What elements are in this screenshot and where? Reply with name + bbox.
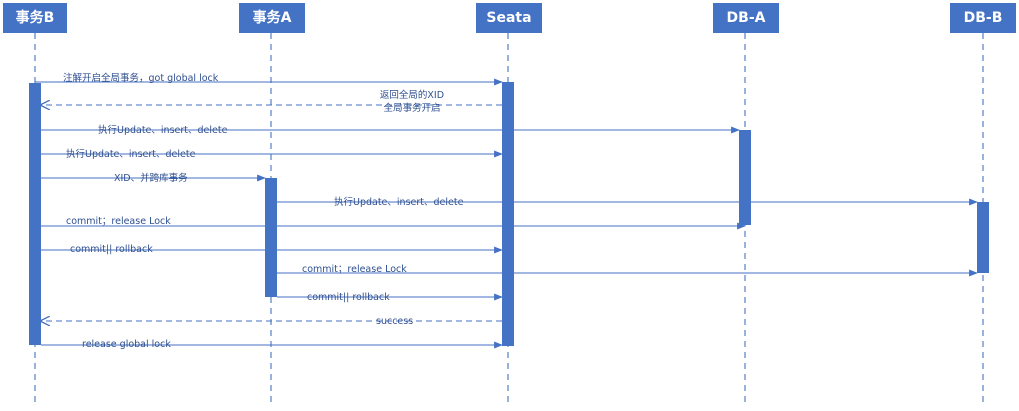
message-7: commit；release Lock: [41, 216, 746, 230]
message-10: commit|| rollback: [277, 292, 503, 303]
activation-bar-1: [29, 83, 41, 345]
message-12: release global lock: [41, 339, 503, 350]
message-label: 执行Update、insert、delete: [334, 196, 464, 208]
message-label: commit|| rollback: [70, 244, 153, 255]
participant-db-b: DB-B: [950, 3, 1016, 33]
message-label: commit|| rollback: [307, 292, 390, 303]
message-label: XID、并跨库事务: [114, 172, 188, 184]
participant-transaction-a: 事务A: [239, 3, 305, 33]
participant-db-a: DB-A: [713, 3, 779, 33]
message-label: commit；release Lock: [66, 216, 171, 227]
message-label: 注解开启全局事务，got global lock: [63, 72, 219, 84]
message-11: success: [41, 316, 502, 327]
activation-bars: [29, 82, 989, 346]
activation-bar-5: [977, 202, 989, 273]
message-1: 注解开启全局事务，got global lock: [35, 72, 503, 86]
activation-bar-3: [502, 82, 514, 346]
message-3: 执行Update、insert、delete: [41, 124, 740, 136]
message-8: commit|| rollback: [41, 244, 503, 255]
message-label: success: [376, 316, 413, 327]
message-label: commit；release Lock: [302, 264, 407, 275]
message-5: XID、并跨库事务: [41, 172, 266, 184]
message-label: release global lock: [82, 339, 171, 350]
participant-seata: Seata: [476, 3, 542, 33]
activation-bar-4: [739, 130, 751, 225]
activation-bar-2: [265, 178, 277, 297]
message-6: 执行Update、insert、delete: [277, 196, 978, 208]
message-label: 执行Update、insert、delete: [66, 148, 196, 160]
participant-transaction-b: 事务B: [3, 3, 67, 33]
message-4: 执行Update、insert、delete: [41, 148, 503, 160]
message-9: commit；release Lock: [277, 264, 978, 277]
message-label: 执行Update、insert、delete: [98, 124, 228, 136]
